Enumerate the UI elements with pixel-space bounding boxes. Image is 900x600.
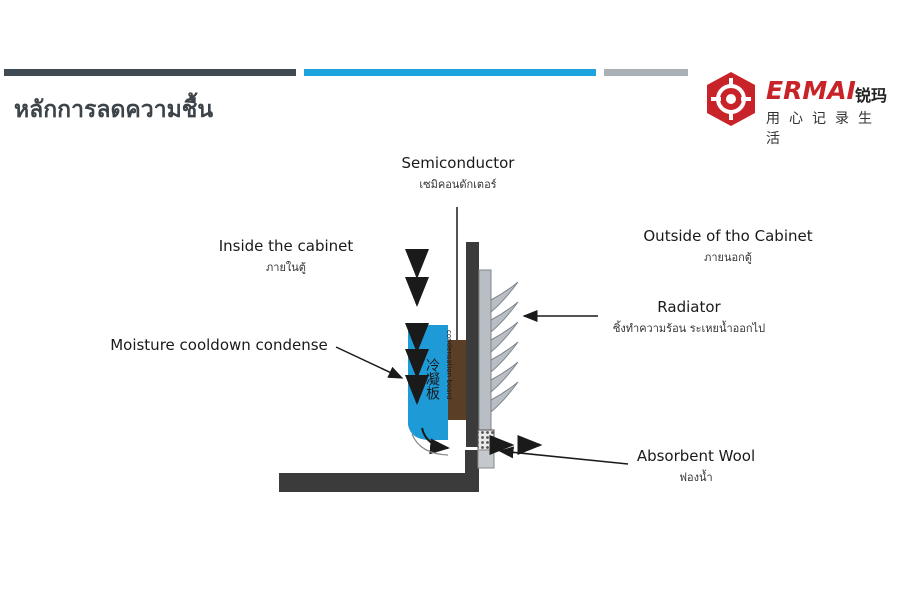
absorbent-wool-label: Absorbent Wool ฟองน้ำ bbox=[626, 447, 766, 486]
wool-leader bbox=[498, 446, 629, 465]
absorbent-wool bbox=[477, 429, 495, 451]
board-english-label: condensation board bbox=[445, 330, 453, 400]
cabinet-wall bbox=[466, 242, 479, 447]
logo-tagline: 用心记录生活 bbox=[766, 111, 881, 147]
inside-cabinet-label-en: Inside the cabinet bbox=[218, 237, 354, 255]
header-bar-grey bbox=[604, 69, 688, 76]
logo-wordmark: ERMAI bbox=[766, 76, 856, 105]
absorbent-wool-label-en: Absorbent Wool bbox=[636, 447, 756, 465]
floor-step bbox=[465, 450, 479, 492]
moisture-leader bbox=[335, 346, 404, 379]
radiator bbox=[478, 269, 519, 443]
cabinet-floor bbox=[279, 473, 479, 492]
brand-logo: ERMAI 锐玛 用心记录生活 bbox=[702, 70, 896, 147]
outside-cabinet-label-en: Outside of tho Cabinet bbox=[643, 227, 813, 245]
header-bar-blue bbox=[304, 69, 596, 76]
drip-arrow bbox=[421, 427, 450, 455]
page-title: หลักการลดความชื้น bbox=[14, 97, 214, 123]
semiconductor-module bbox=[448, 340, 466, 420]
absorbent-wool-label-th: ฟองน้ำ bbox=[679, 471, 713, 484]
inside-cabinet-label-th: ภายในตู้ bbox=[266, 261, 306, 274]
moisture-label-en: Moisture cooldown condense bbox=[110, 336, 328, 354]
semiconductor-label: Semiconductor เซมิคอนดักเตอร์ bbox=[388, 154, 528, 193]
drip-curve bbox=[411, 433, 449, 456]
semiconductor-label-en: Semiconductor bbox=[401, 154, 515, 172]
radiator-label: Radiator ซิ้งทำความร้อน ระเหยน้ำออกไป bbox=[596, 298, 782, 337]
radiator-label-en: Radiator bbox=[657, 298, 721, 316]
header-bar-dark bbox=[4, 69, 296, 76]
board-chinese-label: 冷凝板 bbox=[424, 358, 440, 400]
logo-icon bbox=[707, 72, 755, 126]
logo-chinese-name: 锐玛 bbox=[855, 86, 888, 105]
inside-cabinet-label: Inside the cabinet ภายในตู้ bbox=[206, 237, 366, 276]
outside-cabinet-label: Outside of tho Cabinet ภายนอกตู้ bbox=[628, 227, 828, 266]
radiator-label-th: ซิ้งทำความร้อน ระเหยน้ำออกไป bbox=[612, 322, 766, 335]
moisture-label: Moisture cooldown condense bbox=[100, 336, 338, 354]
semiconductor-label-th: เซมิคอนดักเตอร์ bbox=[419, 178, 497, 191]
outside-cabinet-label-th: ภายนอกตู้ bbox=[704, 251, 752, 264]
wool-base bbox=[477, 449, 495, 469]
